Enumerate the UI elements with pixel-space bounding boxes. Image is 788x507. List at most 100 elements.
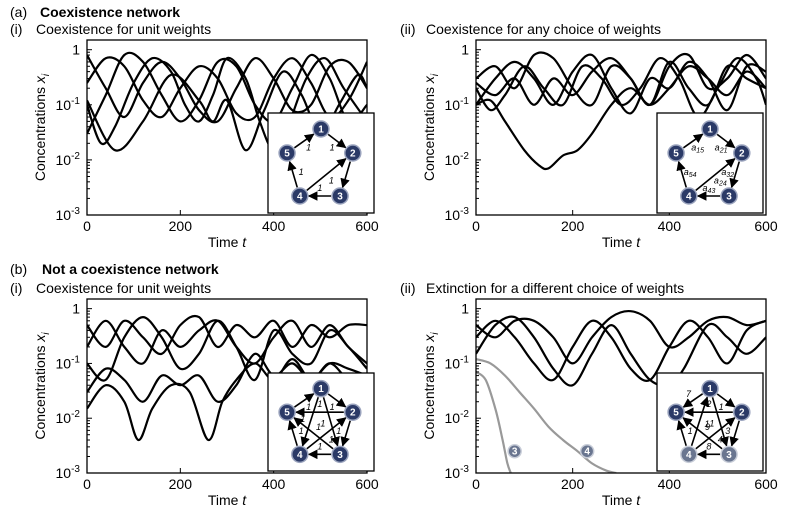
panel-a-ii-network-node <box>701 120 719 138</box>
panel-b-ii-series-group <box>476 309 766 473</box>
panel-a-i-network-edge <box>293 133 315 149</box>
panel-b-i-series-line-3 <box>87 315 367 382</box>
panel-b-ii-network-edge <box>690 396 710 447</box>
panel-a-ii-network-node-label: 5 <box>673 149 679 160</box>
panel-a-ii-series-group <box>476 51 766 171</box>
panel-b-ii-xtick-label: 600 <box>754 476 778 492</box>
panel-a-ii-xtick-label: 400 <box>658 218 682 234</box>
panel-b-i-network-edge <box>340 420 351 447</box>
panel-b-i-series-line-2 <box>87 319 367 365</box>
panel-b-i-title: Coexistence for unit weights <box>36 280 211 296</box>
panel-b-ii-callout-label: 3 <box>512 447 518 458</box>
panel-b-ii-network-edge <box>682 393 704 408</box>
section-a-letter: (a) <box>10 4 27 20</box>
panel-a-i-network-edge <box>340 161 352 189</box>
panel-a-ii-network-edge-label: a54 <box>684 167 697 179</box>
panel-a-ii-network-node <box>667 144 685 162</box>
panel-b-ii-network-node <box>667 403 685 421</box>
panel-a-i-network-node-label: 4 <box>297 192 303 203</box>
panel-a-i-network-node-label: 2 <box>350 149 356 160</box>
panel-a-ii-network-edge-label: a43 <box>703 183 716 195</box>
panel-a-ii-xlabel: Time t <box>602 234 641 250</box>
panel-b-i-network-edge-label: 1 <box>316 422 321 432</box>
panel-b-ii-ytick-label: 10-1 <box>445 354 470 371</box>
panel-b-ii-xtick-label: 400 <box>658 476 682 492</box>
panel-b-i-ytick-label: 10-1 <box>56 354 81 371</box>
panel-a-ii-ylabel: Concentrations xi <box>421 73 441 181</box>
panel-a-i-ytick-label: 10-2 <box>56 151 81 168</box>
panel-b-ii-network-node-label: 3 <box>726 450 732 461</box>
panel-b-ii-callout-node <box>579 443 595 459</box>
panel-b-ii-xlabel: Time t <box>602 492 641 507</box>
panel-a-i-network-edge-label: 1 <box>306 143 311 153</box>
panel-b-i-network-edge <box>322 397 340 447</box>
panel-a-i-xtick-label: 400 <box>262 218 286 234</box>
panel-a-ii-roman: (ii) <box>400 21 416 37</box>
panel-a-ii-xtick-label: 200 <box>561 218 585 234</box>
panel-b-i-network-edge-label: 1 <box>317 399 322 409</box>
panel-b-i-network-edge <box>294 393 315 408</box>
panel-b-i-ytick-label: 10-3 <box>56 464 81 481</box>
panel-a-ii-network-node-label: 2 <box>739 149 745 160</box>
panel-a-ii-ytick-label: 10-1 <box>445 96 470 113</box>
panel-b-i-network-node-label: 5 <box>284 408 290 419</box>
panel-b-ii-network-node-label: 5 <box>673 408 679 419</box>
panel-b-i-xtick-label: 600 <box>355 476 379 492</box>
section-b-title: Not a coexistence network <box>42 261 219 277</box>
panel-b-i-network-edge <box>306 417 347 450</box>
panel-b-ii-network-edge-label: 1 <box>719 402 724 412</box>
panel-a-ii-network-edge <box>729 161 741 189</box>
panel-b-ii-series-line-2 <box>476 319 766 382</box>
panel-b-ii-network-edge-label: 4 <box>718 435 723 445</box>
panel-a-i-ylabel: Concentrations xi <box>32 73 52 181</box>
panel-b-ii-network-node-label: 4 <box>686 450 692 461</box>
panel-a-i-network-edge-label: 1 <box>299 167 304 177</box>
panel-b-i-xtick-label: 200 <box>169 476 193 492</box>
panel-a-ii-network-edge-label: a24 <box>714 176 727 188</box>
panel-a-i-network-node <box>278 144 296 162</box>
panel-b-i-xtick-label: 0 <box>83 476 91 492</box>
section-a-title: Coexistence network <box>40 4 180 20</box>
panel-b-ii-network-edge <box>676 419 687 446</box>
panel-a-ii-network-edge-label: a21 <box>715 142 728 154</box>
panel-b-ii-series-line-5 <box>476 370 512 473</box>
section-b-letter: (b) <box>10 261 27 277</box>
panel-b-ii-series-line-4 <box>476 358 617 473</box>
panel-a-ii-ytick-label: 10-2 <box>445 151 470 168</box>
panel-a-i-network-edge <box>327 133 347 149</box>
panel-a-ii-xtick-label: 0 <box>472 218 480 234</box>
panel-b-ii-roman: (ii) <box>400 280 416 296</box>
panel-a-i-series-line-4 <box>87 56 367 152</box>
panel-b-ii-ytick-label: 1 <box>461 301 469 317</box>
panel-a-i-xtick-label: 600 <box>355 218 379 234</box>
panel-b-ii-network-edge-label: 1 <box>688 426 693 436</box>
panel-a-ii-network-node-label: 1 <box>707 125 713 136</box>
panel-a-ii-network-node <box>733 144 751 162</box>
panel-b-i-network-edge <box>327 393 347 408</box>
panel-b-ii-network-node <box>680 445 698 464</box>
panel-b-ii-network-edge-label: 1 <box>709 419 714 429</box>
panel-a-ii-series-line-4 <box>476 52 766 106</box>
panel-b-i-network-node <box>291 445 309 464</box>
panel-a-ii-network-node-label: 4 <box>686 192 692 203</box>
panel-a-ii-axes-frame <box>475 39 767 216</box>
panel-b-ii-network-node <box>701 379 719 398</box>
panel-b-i-network-edge-label: 1 <box>317 441 322 451</box>
panel-b-ii-network-edge-label: 8 <box>706 441 711 451</box>
panel-b-i-network-node-label: 2 <box>350 408 356 419</box>
panel-b-ii-series-line-1 <box>476 309 766 365</box>
panel-b-i-series-line-1 <box>87 314 367 355</box>
panel-b-i-network-edge <box>287 419 298 446</box>
panel-b-ii-network-node-label: 1 <box>707 384 713 395</box>
panel-a-i-series-line-1 <box>87 54 367 124</box>
panel-b-ii-callout-label: 4 <box>584 447 590 458</box>
panel-a-i-roman: (i) <box>10 21 22 37</box>
panel-b-i-ytick-label: 1 <box>72 301 80 317</box>
panel-b-i-network-edge-label: 1 <box>336 426 341 436</box>
panel-b-ii-network-node-label: 2 <box>739 408 745 419</box>
panel-a-ii-network-edge-label: a32 <box>721 167 734 179</box>
panel-a-ii-network-edge <box>716 133 736 149</box>
